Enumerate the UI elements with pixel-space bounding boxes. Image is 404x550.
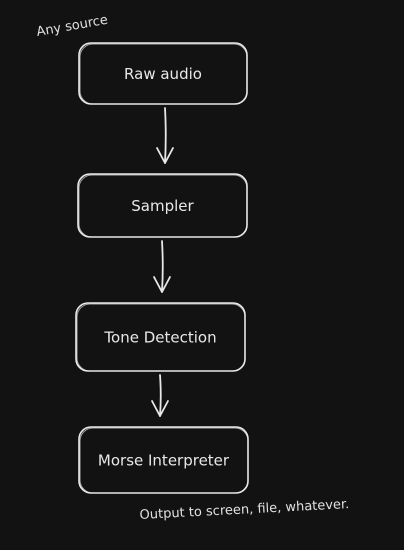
arrow-raw-audio-to-sampler [156,107,174,164]
arrow-head [156,147,174,164]
arrow-shaft [159,374,162,417]
arrow-shaft [161,240,164,293]
arrow-head [151,400,169,417]
arrow-tone-detection-to-morse-interpreter [151,374,169,417]
node-label: Morse Interpreter [98,452,230,470]
node-box-sketch [79,43,248,105]
node-tone-detection: Tone Detection [75,302,246,372]
arrow-head [153,276,171,293]
node-raw-audio: Raw audio [78,42,248,105]
node-label: Tone Detection [103,329,216,347]
node-label: Raw audio [124,65,202,83]
node-box-sketch [78,174,248,238]
arrow-sampler-to-tone-detection [153,240,171,293]
node-sampler: Sampler [77,173,248,238]
node-morse-interpreter: Morse Interpreter [78,426,249,494]
node-box-sketch [76,303,246,372]
node-label: Sampler [131,197,194,215]
node-box-sketch [79,427,249,494]
arrow-shaft [164,107,167,164]
